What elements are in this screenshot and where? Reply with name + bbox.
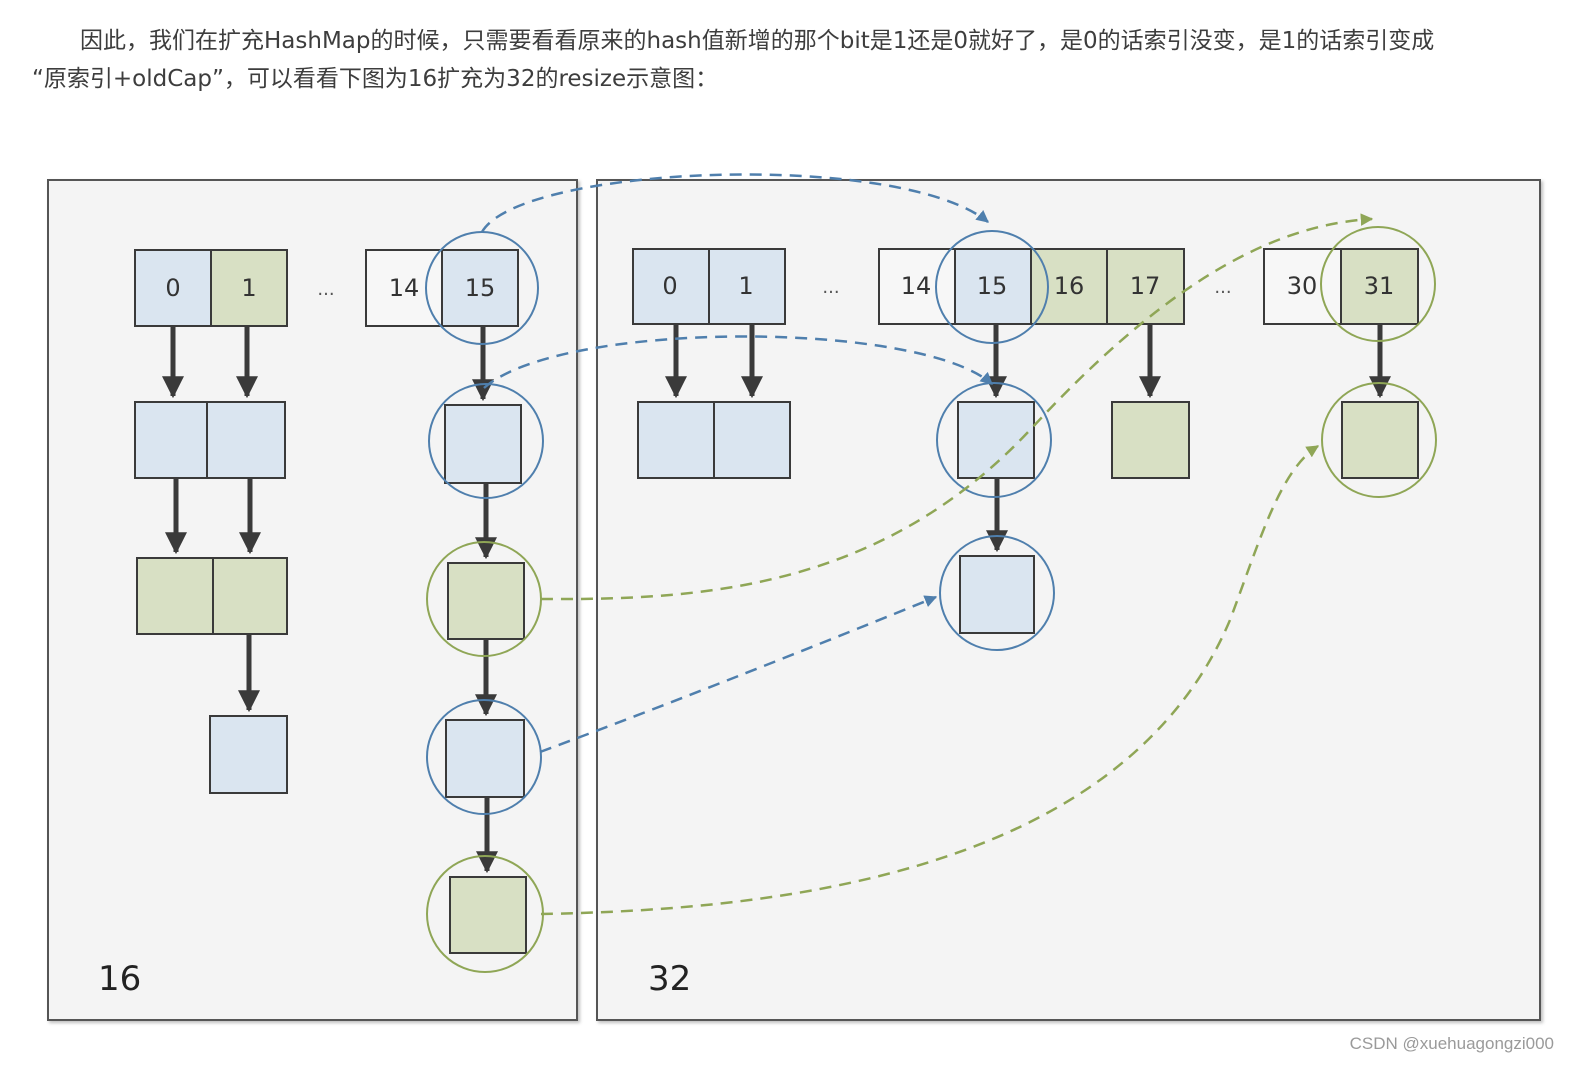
new-index-17: 17 xyxy=(1130,272,1161,300)
old-index-1: 1 xyxy=(241,274,256,302)
old-index-0: 0 xyxy=(165,274,180,302)
new-index-31: 31 xyxy=(1364,272,1395,300)
old-chain-nodes-left xyxy=(134,401,288,794)
migration-arrows-green xyxy=(540,213,1374,916)
new-capacity-label: 32 xyxy=(648,959,691,999)
new-index-30: 30 xyxy=(1287,272,1318,300)
new-index-14: 14 xyxy=(901,272,932,300)
migration-arrows-blue xyxy=(480,173,993,754)
intro-paragraph: 因此，我们在扩充HashMap的时候，只需要看看原来的hash值新增的那个bit… xyxy=(32,22,1562,98)
old-index-14: 14 xyxy=(389,274,420,302)
new-ellipsis-2: ... xyxy=(1214,277,1231,298)
csdn-watermark: CSDN @xuehuagongzi000 xyxy=(1349,1034,1554,1053)
old-chain-arrows xyxy=(161,326,499,874)
old-index-15: 15 xyxy=(465,274,496,302)
new-index-16: 16 xyxy=(1054,272,1085,300)
old-capacity-label: 16 xyxy=(98,959,141,999)
new-index-0: 0 xyxy=(662,272,677,300)
new-ellipsis-1: ... xyxy=(822,277,839,298)
new-index-15: 15 xyxy=(977,272,1008,300)
old-ellipsis: ... xyxy=(317,279,334,300)
intro-line-1: 因此，我们在扩充HashMap的时候，只需要看看原来的hash值新增的那个bit… xyxy=(80,28,1435,54)
old-bucket-array xyxy=(134,249,519,327)
new-index-1: 1 xyxy=(738,272,753,300)
intro-line-2: “原索引+oldCap”，可以看看下图为16扩充为32的resize示意图： xyxy=(32,66,719,92)
new-highlight-circles xyxy=(935,226,1437,651)
old-chain-nodes-15 xyxy=(444,404,527,954)
